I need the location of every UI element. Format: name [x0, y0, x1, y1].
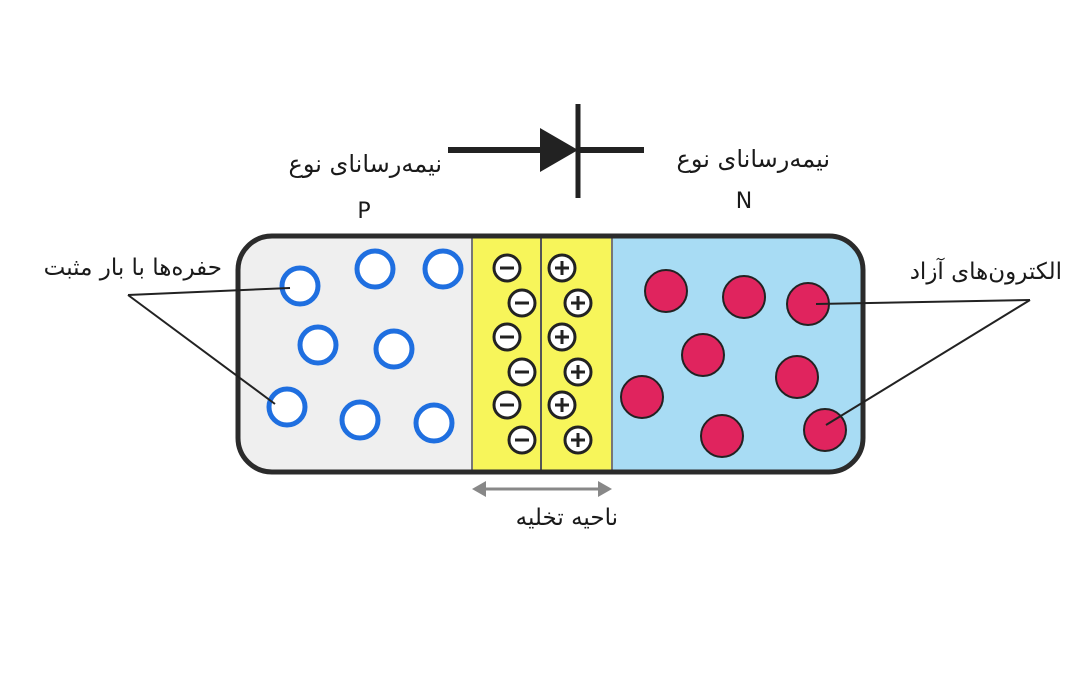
- hole-circle-icon: [422, 248, 464, 290]
- electron-dot-icon: [803, 408, 847, 452]
- plus-ion-icon: [563, 357, 593, 387]
- negative-ions-group: [492, 253, 537, 455]
- diode-symbol-icon: [448, 104, 644, 198]
- n-type-letter: N: [736, 189, 752, 214]
- electron-dot-icon: [620, 375, 664, 419]
- plus-ion-icon: [547, 322, 577, 352]
- hole-circle-icon: [297, 324, 339, 366]
- hole-circle-icon: [373, 328, 415, 370]
- electrons-callout-lines: [815, 299, 1031, 426]
- plus-ion-icon: [563, 288, 593, 318]
- plus-ion-icon: [547, 390, 577, 420]
- electrons-label: الکترون‌های آزاد: [910, 257, 1062, 285]
- minus-ion-icon: [507, 288, 537, 318]
- hole-circle-icon: [413, 402, 455, 444]
- depletion-region-label: ناحیه تخلیه: [516, 505, 618, 531]
- electron-dot-icon: [775, 355, 819, 399]
- n-type-label: نیمه‌رسانای نوع: [677, 145, 830, 173]
- minus-ion-icon: [492, 390, 522, 420]
- positive-ions-group: [547, 253, 593, 455]
- hole-circle-icon: [266, 386, 308, 428]
- holes-label: حفره‌ها با بار مثبت: [44, 255, 222, 281]
- plus-ion-icon: [563, 425, 593, 455]
- holes-group: [266, 248, 464, 444]
- minus-ion-icon: [492, 322, 522, 352]
- electron-dot-icon: [681, 333, 725, 377]
- double-arrow-icon: [472, 481, 612, 497]
- electrons-group: [620, 269, 847, 458]
- hole-circle-icon: [279, 265, 321, 307]
- plus-ion-icon: [547, 253, 577, 283]
- electron-dot-icon: [644, 269, 688, 313]
- minus-ion-icon: [507, 425, 537, 455]
- hole-circle-icon: [354, 248, 396, 290]
- hole-circle-icon: [339, 399, 381, 441]
- crystal-outline: [235, 233, 866, 475]
- electron-dot-icon: [722, 275, 766, 319]
- minus-ion-icon: [492, 253, 522, 283]
- holes-callout-lines: [127, 287, 291, 405]
- electron-dot-icon: [700, 414, 744, 458]
- minus-ion-icon: [507, 357, 537, 387]
- p-type-letter: P: [357, 199, 370, 224]
- p-type-label: نیمه‌رسانای نوع: [289, 150, 442, 178]
